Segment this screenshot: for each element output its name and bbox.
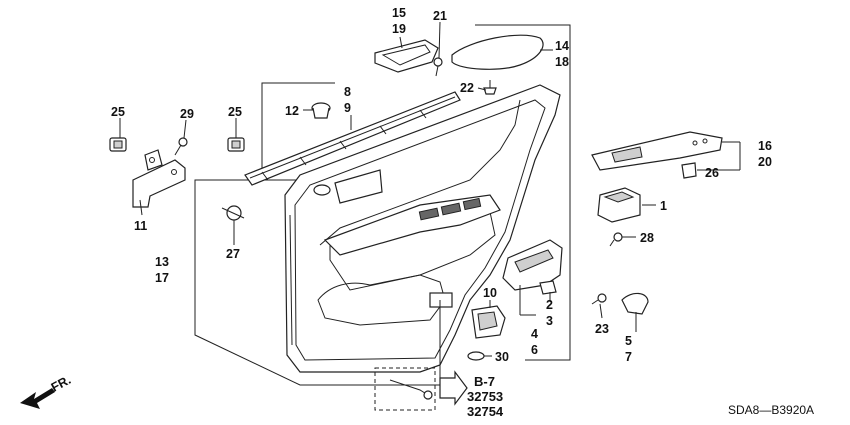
reference-code-2[interactable]: 32754 xyxy=(467,404,504,419)
trim-clip-hole xyxy=(313,184,331,196)
armrest-cover-14-18 xyxy=(451,34,544,70)
callout-27: 27 xyxy=(226,247,240,261)
pad-15-19 xyxy=(374,39,439,73)
callout-9: 9 xyxy=(344,101,351,115)
cover-10 xyxy=(471,305,506,339)
callout-4: 4 xyxy=(531,327,538,341)
callout-12: 12 xyxy=(285,104,299,118)
bracket-2-3 xyxy=(539,280,557,295)
leader-box-13-17 xyxy=(194,179,440,386)
callout-28: 28 xyxy=(640,231,654,245)
callout-19: 19 xyxy=(392,22,406,36)
callout-11: 11 xyxy=(134,219,147,233)
callout-6: 6 xyxy=(531,343,538,357)
callout-21: 21 xyxy=(433,9,447,23)
callout-5: 5 xyxy=(625,334,632,348)
callout-18: 18 xyxy=(555,55,569,69)
callout-1: 1 xyxy=(660,199,667,213)
callout-26: 26 xyxy=(705,166,719,180)
callout-30: 30 xyxy=(495,350,509,364)
clip-25-left xyxy=(109,137,127,152)
clip-25-right xyxy=(227,137,245,152)
pull-pocket xyxy=(334,169,383,204)
screw-23 xyxy=(591,293,607,305)
leader-box-14-18 xyxy=(475,24,571,361)
grommet-12 xyxy=(311,102,331,119)
callout-25-left: 25 xyxy=(111,105,125,119)
window-switch-1 xyxy=(597,187,641,223)
screw-28 xyxy=(609,232,623,247)
reference-page[interactable]: B-7 xyxy=(474,374,495,389)
callout-15: 15 xyxy=(392,6,406,20)
switch-bezel-16-20 xyxy=(591,131,723,171)
screw-21 xyxy=(433,57,443,77)
reference-arrow-icon xyxy=(439,370,468,406)
lower-door-switch xyxy=(429,292,453,308)
callout-3: 3 xyxy=(546,314,553,328)
callout-7: 7 xyxy=(625,350,632,364)
clip-26 xyxy=(681,162,697,179)
weatherstrip-8-9 xyxy=(244,91,461,186)
callout-8: 8 xyxy=(344,85,351,99)
callout-22: 22 xyxy=(460,81,474,95)
leader-box-8-9 xyxy=(261,82,335,178)
callout-14: 14 xyxy=(555,39,569,53)
reference-code-1[interactable]: 32753 xyxy=(467,389,503,404)
inner-handle xyxy=(502,239,563,291)
clip-22 xyxy=(483,80,497,95)
callout-17: 17 xyxy=(155,271,169,285)
callout-23: 23 xyxy=(595,322,609,336)
harness-connector xyxy=(423,390,433,400)
cap-5-7 xyxy=(621,292,649,315)
leader-lines xyxy=(119,21,741,385)
callout-20: 20 xyxy=(758,155,772,169)
harness-box xyxy=(374,367,436,411)
callout-29: 29 xyxy=(180,107,194,121)
clip-27 xyxy=(221,205,245,221)
callout-2: 2 xyxy=(546,298,553,312)
screw-29 xyxy=(174,137,188,156)
bracket-11 xyxy=(132,149,186,208)
armrest-switch-base xyxy=(323,194,501,256)
callout-16: 16 xyxy=(758,139,772,153)
callout-10: 10 xyxy=(483,286,497,300)
harness-wire xyxy=(389,379,429,396)
front-direction-icon xyxy=(20,388,55,409)
callout-13: 13 xyxy=(155,255,169,269)
callout-25-right: 25 xyxy=(228,105,242,119)
bulb-30 xyxy=(467,351,485,361)
diagram-code: SDA8—B3920A xyxy=(728,403,814,417)
